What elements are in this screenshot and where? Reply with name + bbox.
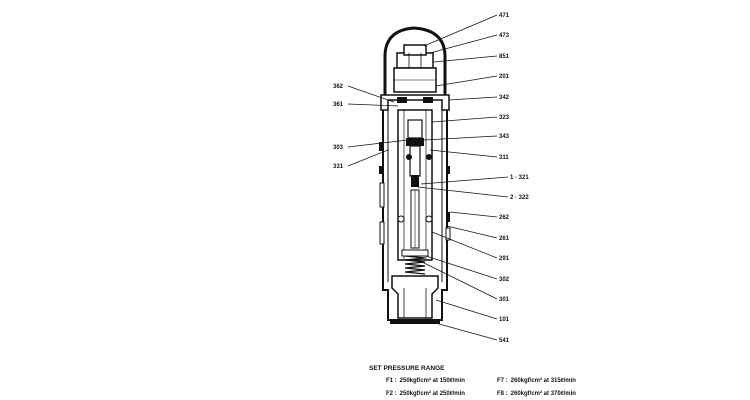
pressure-value: 250kgf/cm² at 150ℓ/min bbox=[399, 378, 465, 384]
pressure-value: 250kgf/cm² at 250ℓ/min bbox=[399, 391, 465, 397]
label-343: 343 bbox=[499, 134, 510, 140]
housing-shoulder bbox=[380, 94, 450, 111]
label-362: 362 bbox=[333, 84, 344, 90]
pressure-row-f2: F2 :250kgf/cm² at 250ℓ/min bbox=[386, 391, 465, 397]
pressure-row-f7: F7 :260kgf/cm² at 315ℓ/min bbox=[497, 378, 576, 384]
label-342: 342 bbox=[499, 95, 510, 101]
label-361: 361 bbox=[333, 102, 344, 108]
label-2-322: 2 · 322 bbox=[510, 195, 529, 201]
label-101: 101 bbox=[499, 317, 510, 323]
pressure-code: F1 : bbox=[386, 378, 397, 384]
label-471: 471 bbox=[499, 13, 510, 19]
main-spring bbox=[404, 255, 426, 275]
pressure-code: F7 : bbox=[497, 378, 508, 384]
cap-outline bbox=[383, 26, 447, 95]
label-323: 323 bbox=[499, 115, 510, 121]
pilot-poppet bbox=[407, 119, 423, 139]
inner-sleeve bbox=[397, 109, 433, 261]
label-262: 262 bbox=[499, 215, 510, 221]
pressure-code: F8 : bbox=[497, 391, 508, 397]
label-473: 473 bbox=[499, 33, 510, 39]
pressure-code: F2 : bbox=[386, 391, 397, 397]
leader-lines bbox=[347, 14, 509, 341]
label-851: 851 bbox=[499, 54, 510, 60]
label-301: 301 bbox=[499, 297, 510, 303]
pressure-value: 260kgf/cm² at 370ℓ/min bbox=[510, 391, 576, 397]
label-291: 291 bbox=[499, 256, 510, 262]
label-303: 303 bbox=[333, 145, 344, 151]
pressure-value: 260kgf/cm² at 315ℓ/min bbox=[510, 378, 576, 384]
label-331: 331 bbox=[333, 164, 344, 170]
label-261: 261 bbox=[499, 236, 510, 242]
adjust-screw-top bbox=[403, 44, 427, 56]
label-201: 201 bbox=[499, 74, 510, 80]
seat-body bbox=[391, 275, 439, 319]
pressure-row-f8: F8 :260kgf/cm² at 370ℓ/min bbox=[497, 391, 576, 397]
pressure-row-f1: F1 :250kgf/cm² at 150ℓ/min bbox=[386, 378, 465, 384]
pressure-range-title: SET PRESSURE RANGE bbox=[369, 365, 445, 372]
label-302: 302 bbox=[499, 277, 510, 283]
label-311: 311 bbox=[499, 155, 509, 161]
label-541: 541 bbox=[499, 338, 510, 344]
label-1-321: 1 · 321 bbox=[510, 175, 529, 181]
